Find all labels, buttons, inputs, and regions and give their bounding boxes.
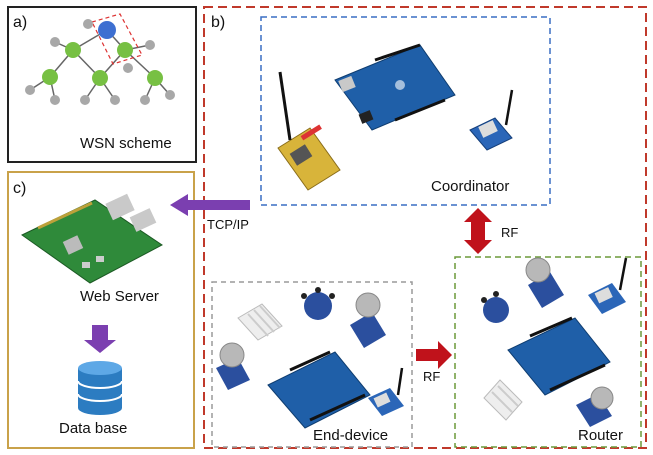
panel-a-tag: a) <box>13 14 28 31</box>
wsn-nodes <box>25 19 175 105</box>
wsn-node-end <box>145 40 155 50</box>
panel-c-tag: c) <box>13 180 27 197</box>
rf-horizontal-label: RF <box>423 369 441 384</box>
wsn-node-end <box>140 95 150 105</box>
wsn-node-router <box>117 42 133 58</box>
wsn-node-end <box>165 90 175 100</box>
database-icon <box>77 361 123 415</box>
wsn-node-end <box>50 37 60 47</box>
router-label: Router <box>578 427 624 444</box>
router-dht-sensor <box>483 379 523 421</box>
wsn-scheme-caption: WSN scheme <box>80 135 172 152</box>
panel-a-border <box>7 6 197 163</box>
coordinator-box <box>260 16 551 206</box>
coordinator-label: Coordinator <box>431 178 510 195</box>
wsn-node-router <box>92 70 108 86</box>
end-device-gas-sensor-top <box>350 292 386 348</box>
wsn-node-router <box>42 69 58 85</box>
router-box <box>454 256 642 448</box>
tcpip-arrow <box>170 194 250 216</box>
end-device-box <box>211 281 413 448</box>
db-down-arrow <box>84 325 116 353</box>
rf-horizontal-arrow <box>416 341 452 369</box>
coordinator-arduino <box>334 43 456 131</box>
panel-b-border <box>203 6 647 449</box>
end-device-xbee <box>368 367 404 416</box>
database-label: Data base <box>59 420 128 437</box>
end-device-gas-sensor-left <box>216 342 250 390</box>
wsn-node-end <box>25 85 35 95</box>
tcpip-label: TCP/IP <box>207 217 249 232</box>
end-device-arduino <box>267 350 371 429</box>
coordinator-gsm-module <box>277 71 341 191</box>
rf-vertical-arrow <box>464 208 492 254</box>
coordinator-xbee <box>469 89 514 151</box>
router-arduino <box>507 316 611 396</box>
wsn-node-end <box>110 95 120 105</box>
wsn-node-end <box>83 19 93 29</box>
wsn-highlight-box <box>91 13 143 65</box>
router-flame-sensor <box>481 291 509 323</box>
panel-b-tag: b) <box>211 14 226 31</box>
wsn-node-router <box>65 42 81 58</box>
wsn-node-coordinator <box>98 21 116 39</box>
end-device-label: End-device <box>313 427 389 444</box>
wsn-node-end <box>80 95 90 105</box>
wsn-node-router <box>147 70 163 86</box>
end-device-dht-sensor <box>237 303 283 341</box>
raspberry-pi-board <box>21 193 163 284</box>
panel-c-border <box>7 171 195 449</box>
router-gas-sensor-top <box>525 257 564 308</box>
web-server-label: Web Server <box>80 288 159 305</box>
router-xbee <box>588 257 628 314</box>
wsn-node-end <box>123 63 133 73</box>
end-device-flame-sensor <box>301 287 335 320</box>
wsn-node-end <box>50 95 60 105</box>
router-gas-sensor-bottom <box>576 386 614 427</box>
rf-vertical-label: RF <box>501 225 519 240</box>
